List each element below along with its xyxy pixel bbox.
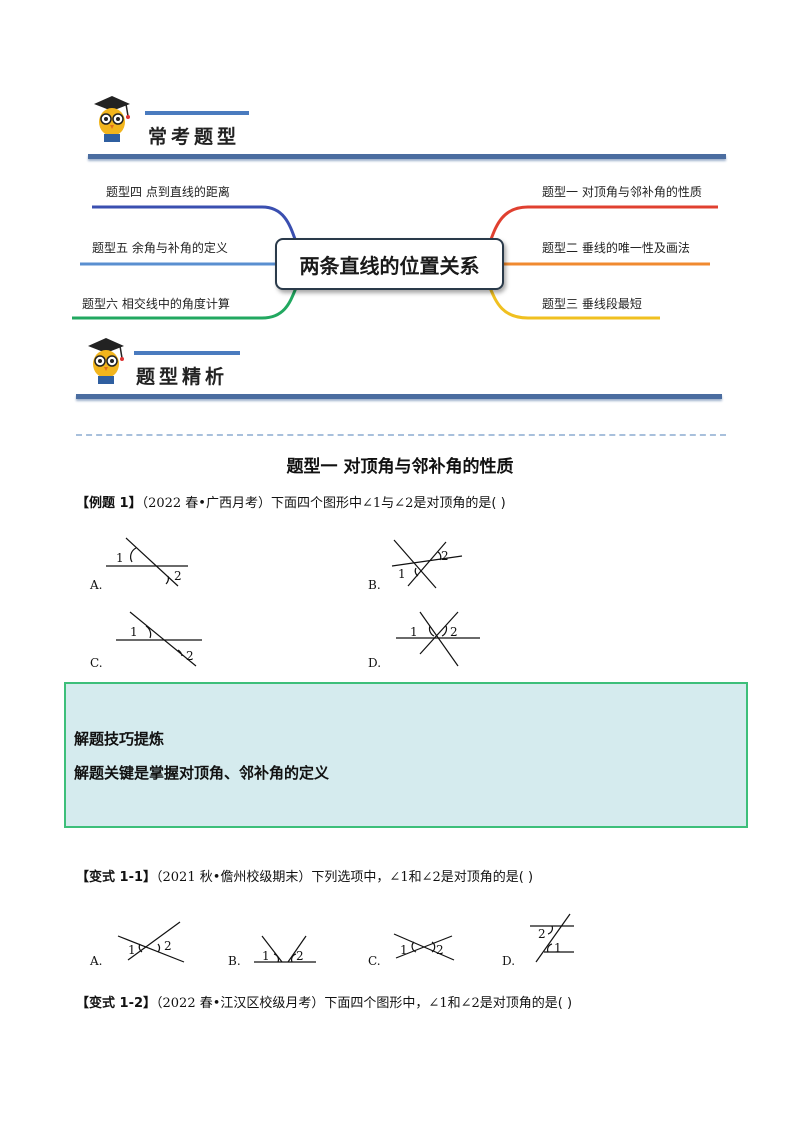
mindmap-topic-2: 题型二 垂线的唯一性及画法 bbox=[542, 241, 690, 255]
example-tag: 【例题 1】 bbox=[76, 496, 142, 511]
variant-option-b-label[interactable]: B. bbox=[228, 954, 241, 968]
angle-mark-2: 2 bbox=[174, 569, 182, 583]
variant-tag: 【变式 1-1】 bbox=[76, 870, 157, 885]
section-header-common: 常考题型 bbox=[80, 92, 730, 164]
angle-mark-2: 2 bbox=[186, 649, 194, 663]
variant-option-c-label[interactable]: C. bbox=[368, 954, 381, 968]
owl-mascot-icon bbox=[88, 338, 124, 384]
header-accent-bar bbox=[134, 351, 240, 355]
angle-mark-1: 1 bbox=[128, 943, 136, 957]
option-c-label[interactable]: C. bbox=[90, 656, 103, 670]
figure-a bbox=[106, 537, 188, 587]
question-source: （2022 春•广西月考） bbox=[141, 496, 271, 511]
angle-mark-1: 1 bbox=[410, 625, 418, 639]
angle-mark-1: 1 bbox=[554, 941, 562, 955]
answer-blank: ( ) bbox=[491, 496, 506, 511]
example-1-figures: 1 2 2 1 1 2 1 2 bbox=[106, 537, 480, 667]
header-divider bbox=[76, 394, 722, 399]
mindmap-topic-4: 题型四 点到直线的距离 bbox=[106, 185, 230, 199]
section-title: 题型精析 bbox=[136, 366, 229, 388]
mindmap-topic-6: 题型六 相交线中的角度计算 bbox=[82, 297, 230, 311]
example-1-question: 【例题 1】（2022 春•广西月考）下面四个图形中∠1与∠2是对顶角的是( ) bbox=[76, 496, 506, 511]
angle-mark-1: 1 bbox=[130, 625, 138, 639]
header-divider bbox=[88, 154, 726, 159]
angle-mark-1: 1 bbox=[262, 949, 270, 963]
variant-tag: 【变式 1-2】 bbox=[76, 996, 157, 1011]
option-b-label[interactable]: B. bbox=[368, 578, 381, 592]
variant-figure-c bbox=[393, 933, 455, 961]
tips-body: 解题关键是掌握对顶角、邻补角的定义 bbox=[74, 764, 330, 782]
question-source: （2022 春•江汉区校级月考） bbox=[156, 996, 325, 1011]
topic-heading: 题型一 对顶角与邻补角的性质 bbox=[286, 457, 514, 477]
tips-box: 解题技巧提炼 解题关键是掌握对顶角、邻补角的定义 bbox=[64, 682, 748, 828]
variant-option-d-label[interactable]: D. bbox=[502, 954, 516, 968]
angle-mark-2: 2 bbox=[164, 939, 172, 953]
figure-c bbox=[116, 611, 202, 667]
option-d-label[interactable]: D. bbox=[368, 656, 382, 670]
variant-figure-d bbox=[530, 913, 574, 963]
header-accent-bar bbox=[145, 111, 249, 115]
answer-blank: ( ) bbox=[557, 996, 573, 1011]
section-header-analysis: 题型精析 bbox=[70, 332, 730, 404]
angle-mark-2: 2 bbox=[450, 625, 458, 639]
mindmap-topic-3: 题型三 垂线段最短 bbox=[542, 297, 642, 311]
variant-1-2-question: 【变式 1-2】（2022 春•江汉区校级月考）下面四个图形中，∠1和∠2是对顶… bbox=[76, 996, 573, 1011]
variant-option-a-label[interactable]: A. bbox=[90, 954, 103, 968]
figure-d bbox=[396, 611, 480, 667]
angle-mark-2: 2 bbox=[538, 927, 546, 941]
angle-mark-2: 2 bbox=[436, 943, 444, 957]
answer-blank: ( ) bbox=[518, 870, 534, 885]
variant-1-1-question: 【变式 1-1】（2021 秋•儋州校级期末）下列选项中，∠1和∠2是对顶角的是… bbox=[76, 870, 534, 885]
angle-mark-2: 2 bbox=[441, 549, 449, 563]
option-a-label[interactable]: A. bbox=[90, 578, 103, 592]
mindmap-topic-1: 题型一 对顶角与邻补角的性质 bbox=[542, 185, 702, 199]
angle-mark-2: 2 bbox=[296, 949, 304, 963]
variant-figure-b bbox=[254, 935, 316, 963]
question-source: （2021 秋•儋州校级期末） bbox=[156, 870, 312, 885]
section-title: 常考题型 bbox=[148, 126, 241, 148]
tips-title: 解题技巧提炼 bbox=[74, 730, 165, 748]
owl-mascot-icon bbox=[94, 96, 130, 142]
figure-b bbox=[391, 539, 463, 589]
variant-1-1-figures: 1 2 1 2 1 2 2 1 bbox=[117, 913, 574, 963]
angle-mark-1: 1 bbox=[400, 943, 408, 957]
dashed-divider bbox=[76, 434, 726, 436]
mindmap-center-topic: 两条直线的位置关系 bbox=[275, 238, 504, 290]
angle-mark-1: 1 bbox=[398, 567, 406, 581]
angle-mark-1: 1 bbox=[116, 551, 124, 565]
variant-figure-a bbox=[117, 921, 185, 963]
mindmap-topic-5: 题型五 余角与补角的定义 bbox=[92, 241, 228, 255]
